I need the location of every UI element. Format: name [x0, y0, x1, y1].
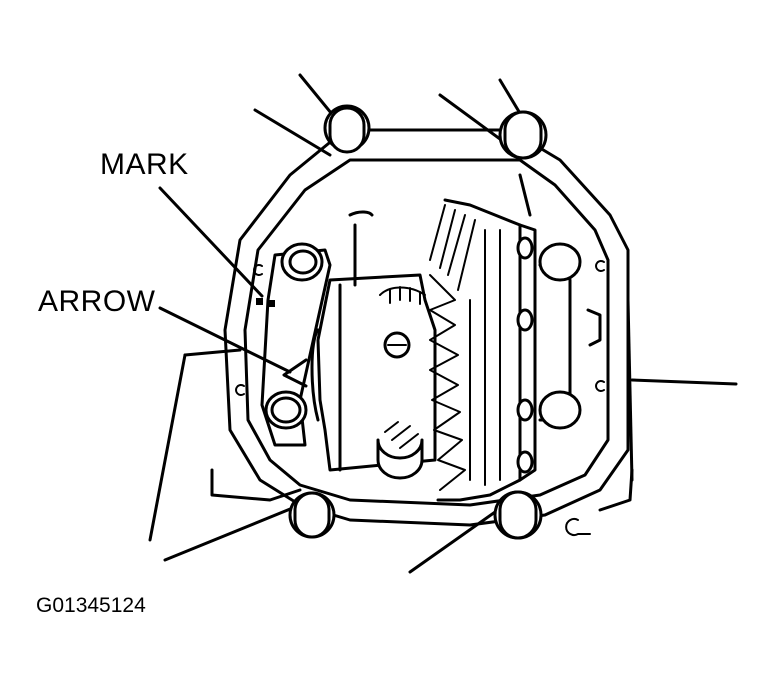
callout-leaders [158, 186, 292, 374]
bolt-top-left [323, 104, 371, 154]
punch-mark [256, 298, 275, 307]
right-bearing-cap [538, 242, 602, 430]
arrow-mark [282, 358, 308, 388]
mark-label: MARK [100, 148, 189, 181]
left-bearing-cap [260, 242, 332, 447]
bolt-top-right [498, 110, 548, 160]
ring-gear [429, 198, 537, 502]
differential-case [310, 210, 437, 480]
cover-flange [223, 128, 630, 536]
cover-bolts [288, 104, 548, 540]
figure-id: G01345124 [36, 594, 146, 617]
bolt-bottom-right [493, 490, 543, 540]
bolt-bottom-left [288, 491, 336, 539]
arrow-label: ARROW [38, 285, 156, 318]
